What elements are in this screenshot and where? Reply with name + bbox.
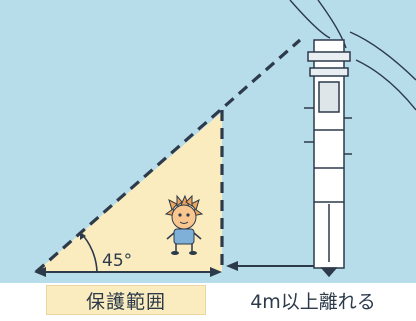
- distance-label: 4m以上離れる: [250, 290, 376, 313]
- angle-arrow-tip: [80, 232, 86, 240]
- power-lines: [289, 0, 416, 111]
- utility-pole-icon: [304, 39, 352, 278]
- angle-label: 45°: [102, 251, 132, 271]
- sun-mascot-icon: [164, 194, 204, 255]
- distance-arrow: [226, 261, 326, 271]
- zone-width-arrow: [34, 267, 222, 277]
- protection-zone-label: 保護範囲: [46, 285, 206, 315]
